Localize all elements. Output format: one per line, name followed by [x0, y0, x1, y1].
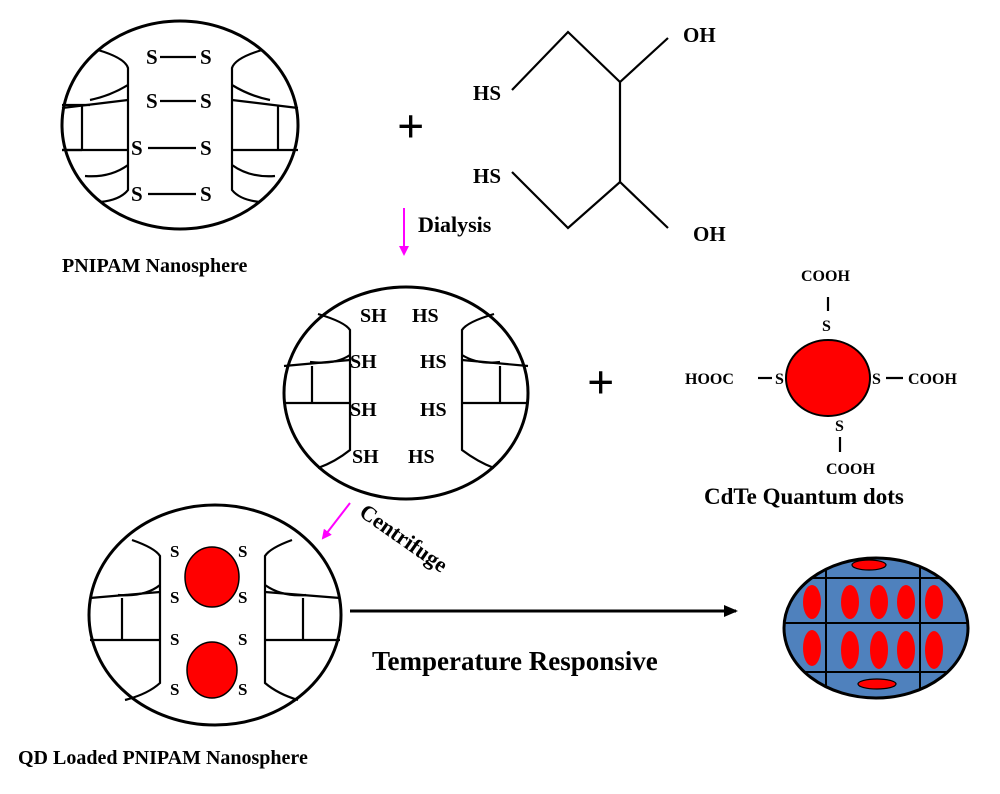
sh-group-4: SH: [352, 446, 379, 468]
hs-group-2: HS: [420, 351, 447, 373]
s-atom-4a: S: [131, 182, 143, 206]
s-atom-4b: S: [200, 182, 212, 206]
s-atom-qd-right: S: [872, 371, 881, 388]
sh-group-2: SH: [350, 351, 377, 373]
dithiothreitol-structure: [511, 30, 669, 230]
s-atom-1a: S: [146, 45, 158, 69]
sh-group-3: SH: [350, 399, 377, 421]
s-atom-3b: S: [200, 136, 212, 160]
qd-loaded-label: QD Loaded PNIPAM Nanosphere: [18, 747, 308, 769]
s-atom-q3b: S: [238, 630, 247, 649]
hs-group-top: HS: [473, 81, 501, 105]
centrifuge-label: Centrifuge: [355, 499, 453, 578]
temperature-responsive-label: Temperature Responsive: [372, 646, 658, 676]
s-atom-2a: S: [146, 89, 158, 113]
centrifuge-arrow: [321, 502, 351, 540]
s-atom-q3a: S: [170, 630, 179, 649]
qd-loaded-nanosphere: [87, 503, 343, 727]
s-atom-3a: S: [131, 136, 143, 160]
s-atom-qd-left: S: [775, 371, 784, 388]
s-atom-q1a: S: [170, 542, 179, 561]
loaded-quantum-dot-1: [184, 546, 240, 608]
s-atom-q4b: S: [238, 680, 247, 699]
reduced-nanosphere: [282, 285, 530, 501]
collapsed-nanosphere: [782, 556, 970, 700]
plus-sign-2: +: [587, 356, 614, 409]
oh-group-bottom: OH: [693, 222, 726, 246]
cdte-quantum-dot: [758, 297, 903, 452]
s-atom-q1b: S: [238, 542, 247, 561]
s-atom-1b: S: [200, 45, 212, 69]
oh-group-top: OH: [683, 23, 716, 47]
hs-group-bottom: HS: [473, 164, 501, 188]
hs-group-4: HS: [408, 446, 435, 468]
cooh-bottom: COOH: [826, 461, 875, 478]
s-atom-q2a: S: [170, 588, 179, 607]
hs-group-3: HS: [420, 399, 447, 421]
s-atom-qd-bottom: S: [835, 418, 844, 435]
s-atom-2b: S: [200, 89, 212, 113]
cooh-top: COOH: [801, 268, 850, 285]
loaded-quantum-dot-2: [186, 641, 238, 699]
s-atom-q2b: S: [238, 588, 247, 607]
pnipam-nanosphere-label: PNIPAM Nanosphere: [62, 255, 247, 277]
sh-group-1: SH: [360, 305, 387, 327]
dialysis-label: Dialysis: [418, 212, 492, 237]
plus-sign-1: +: [397, 100, 424, 153]
cdte-label: CdTe Quantum dots: [704, 484, 904, 509]
hs-group-1: HS: [412, 305, 439, 327]
hooc-left: HOOC: [685, 371, 734, 388]
s-atom-q4a: S: [170, 680, 179, 699]
cooh-right: COOH: [908, 371, 957, 388]
pnipam-nanosphere: [60, 19, 300, 231]
s-atom-qd-top: S: [822, 318, 831, 335]
